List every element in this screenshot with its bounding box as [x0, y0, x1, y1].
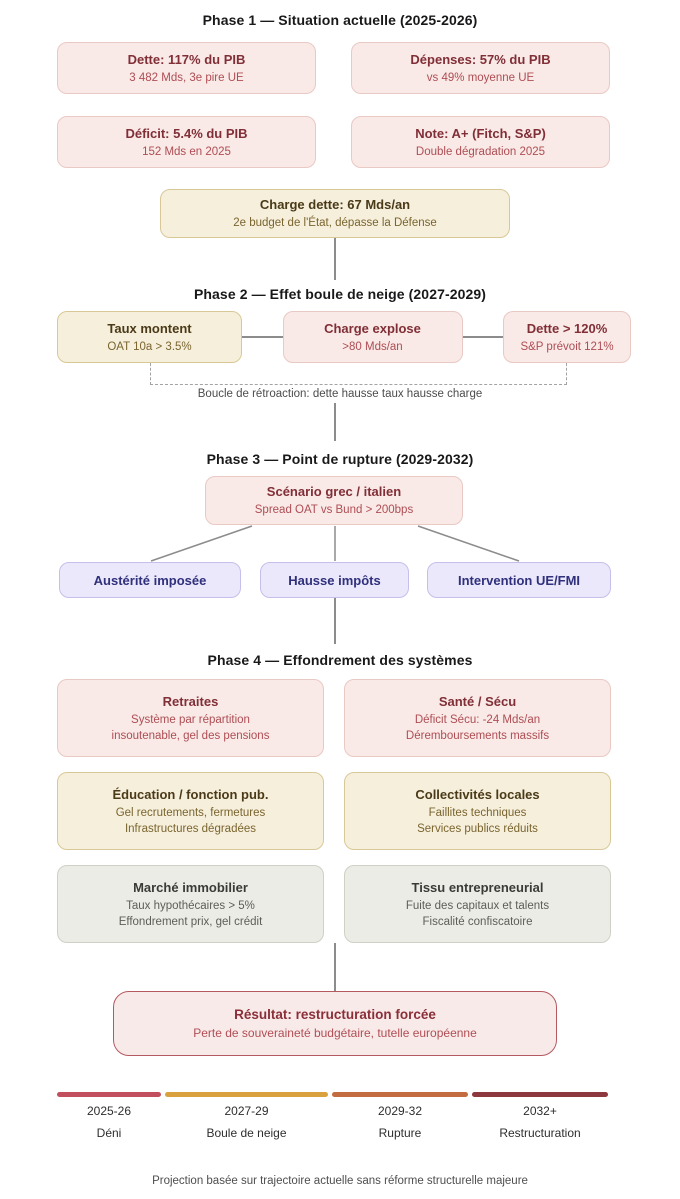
box-charge-dette: Charge dette: 67 Mds/an 2e budget de l'É… — [160, 189, 510, 238]
timeline-bar-boule-de-neige — [165, 1092, 328, 1097]
box-taux-montent-title: Taux montent — [107, 320, 192, 336]
box-marche-immobilier-title: Marché immobilier — [133, 879, 248, 895]
connector-line-phase2-phase3 — [334, 403, 336, 441]
diagonal-connector-right — [417, 525, 520, 562]
feedback-loop-label: Boucle de rétroaction: dette hausse taux… — [197, 388, 483, 400]
box-retraites: Retraites Système par répartition insout… — [57, 679, 324, 757]
box-collectivites-title: Collectivités locales — [415, 786, 540, 802]
timeline-years-boule-de-neige: 2027-29 — [224, 1104, 269, 1118]
horizontal-connector-line — [462, 336, 503, 338]
box-taux-montent-subtitle: OAT 10a > 3.5% — [107, 340, 192, 353]
option-hausse-impots: Hausse impôts — [260, 562, 409, 598]
box-tissu-entrepreneurial-line1: Fuite des capitaux et talents — [405, 899, 550, 912]
box-collectivites-line1: Faillites techniques — [428, 806, 527, 819]
box-taux-montent: Taux montent OAT 10a > 3.5% — [57, 311, 242, 363]
box-retraites-title: Retraites — [162, 693, 219, 709]
box-education-title: Éducation / fonction pub. — [112, 786, 269, 802]
branch-connector-lines — [150, 525, 520, 562]
timeline-bar-restructuration — [472, 1092, 608, 1097]
phase1-title: Phase 1 — Situation actuelle (2025-2026) — [202, 12, 478, 28]
timeline-label-rupture: Rupture — [378, 1126, 422, 1140]
box-resultat: Résultat: restructuration forcée Perte d… — [113, 991, 557, 1056]
box-deficit-title: Déficit: 5.4% du PIB — [125, 125, 248, 141]
box-dette-title: Dette: 117% du PIB — [127, 51, 246, 67]
box-sante-secu: Santé / Sécu Déficit Sécu: -24 Mds/an Dé… — [344, 679, 611, 757]
box-tissu-entrepreneurial-line2: Fiscalité confiscatoire — [422, 915, 533, 928]
box-resultat-title: Résultat: restructuration forcée — [234, 1007, 436, 1022]
timeline-bar-rupture — [332, 1092, 468, 1097]
box-collectivites: Collectivités locales Faillites techniqu… — [344, 772, 611, 850]
timeline: 2025-26 Déni 2027-29 Boule de neige 2029… — [57, 1092, 680, 1140]
option-austerite: Austérité imposée — [59, 562, 241, 598]
box-sante-secu-line1: Déficit Sécu: -24 Mds/an — [414, 713, 541, 726]
box-dette-subtitle: 3 482 Mds, 3e pire UE — [129, 71, 244, 84]
box-marche-immobilier-line1: Taux hypothécaires > 5% — [126, 899, 255, 912]
box-sante-secu-line2: Déremboursements massifs — [405, 729, 550, 742]
option-austerite-label: Austérité imposée — [93, 572, 207, 588]
box-deficit-subtitle: 152 Mds en 2025 — [142, 145, 231, 158]
box-depenses-subtitle: vs 49% moyenne UE — [426, 71, 535, 84]
box-charge-explose-title: Charge explose — [324, 320, 421, 336]
box-charge-dette-subtitle: 2e budget de l'État, dépasse la Défense — [233, 217, 437, 229]
box-dette: Dette: 117% du PIB 3 482 Mds, 3e pire UE — [57, 42, 316, 94]
box-collectivites-line2: Services publics réduits — [417, 822, 538, 835]
feedback-loop-dashed-line — [150, 363, 567, 385]
box-tissu-entrepreneurial-title: Tissu entrepreneurial — [411, 879, 544, 895]
phase3-options-row: Austérité imposée Hausse impôts Interven… — [0, 562, 680, 598]
box-tissu-entrepreneurial: Tissu entrepreneurial Fuite des capitaux… — [344, 865, 611, 943]
box-charge-dette-title: Charge dette: 67 Mds/an — [259, 197, 411, 212]
timeline-segment-boule-de-neige: 2027-29 Boule de neige — [165, 1092, 328, 1140]
box-marche-immobilier-line2: Effondrement prix, gel crédit — [118, 915, 263, 928]
box-scenario-title: Scénario grec / italien — [266, 484, 402, 499]
box-marche-immobilier: Marché immobilier Taux hypothécaires > 5… — [57, 865, 324, 943]
phase1-grid: Dette: 117% du PIB 3 482 Mds, 3e pire UE… — [0, 42, 680, 168]
phase4-grid: Retraites Système par répartition insout… — [0, 679, 680, 943]
box-scenario-subtitle: Spread OAT vs Bund > 200bps — [254, 504, 414, 516]
box-charge-explose-subtitle: >80 Mds/an — [342, 340, 403, 353]
footer-caption: Projection basée sur trajectoire actuell… — [152, 1175, 528, 1187]
box-note: Note: A+ (Fitch, S&P) Double dégradation… — [351, 116, 610, 168]
connector-line-phase1-phase2 — [334, 238, 336, 280]
connector-line-phase4-result — [334, 943, 336, 991]
box-dette-120-title: Dette > 120% — [526, 320, 608, 336]
option-intervention: Intervention UE/FMI — [427, 562, 611, 598]
box-sante-secu-title: Santé / Sécu — [438, 693, 517, 709]
box-education-line2: Infrastructures dégradées — [124, 822, 257, 835]
box-charge-explose: Charge explose >80 Mds/an — [282, 311, 463, 363]
horizontal-connector-line — [242, 336, 283, 338]
box-dette-120-subtitle: S&P prévoit 121% — [520, 340, 614, 353]
box-note-subtitle: Double dégradation 2025 — [415, 145, 546, 158]
timeline-label-restructuration: Restructuration — [499, 1126, 581, 1140]
timeline-label-boule-de-neige: Boule de neige — [206, 1126, 287, 1140]
timeline-years-restructuration: 2032+ — [523, 1104, 557, 1118]
box-note-title: Note: A+ (Fitch, S&P) — [415, 125, 546, 141]
phase4-title: Phase 4 — Effondrement des systèmes — [207, 652, 473, 668]
timeline-segment-deni: 2025-26 Déni — [57, 1092, 161, 1140]
box-education: Éducation / fonction pub. Gel recrutemen… — [57, 772, 324, 850]
box-resultat-subtitle: Perte de souveraineté budgétaire, tutell… — [193, 1026, 477, 1040]
box-dette-120: Dette > 120% S&P prévoit 121% — [503, 311, 631, 363]
timeline-segment-rupture: 2029-32 Rupture — [332, 1092, 468, 1140]
box-depenses-title: Dépenses: 57% du PIB — [410, 51, 551, 67]
connector-line-phase3-phase4 — [334, 598, 336, 644]
timeline-bar-deni — [57, 1092, 161, 1097]
timeline-years-deni: 2025-26 — [86, 1104, 132, 1118]
option-intervention-label: Intervention UE/FMI — [457, 572, 581, 588]
box-depenses: Dépenses: 57% du PIB vs 49% moyenne UE — [351, 42, 610, 94]
timeline-years-rupture: 2029-32 — [377, 1104, 423, 1118]
box-deficit: Déficit: 5.4% du PIB 152 Mds en 2025 — [57, 116, 316, 168]
timeline-segment-restructuration: 2032+ Restructuration — [472, 1092, 608, 1140]
box-retraites-line2: insoutenable, gel des pensions — [111, 729, 270, 742]
box-education-line1: Gel recrutements, fermetures — [115, 806, 266, 819]
diagonal-connector-left — [150, 525, 253, 562]
phase2-row: Taux montent OAT 10a > 3.5% Charge explo… — [0, 311, 680, 363]
phase2-title: Phase 2 — Effet boule de neige (2027-202… — [193, 286, 487, 302]
option-hausse-impots-label: Hausse impôts — [288, 572, 381, 588]
phase3-title: Phase 3 — Point de rupture (2029-2032) — [206, 451, 474, 467]
timeline-label-deni: Déni — [96, 1126, 122, 1140]
box-retraites-line1: Système par répartition — [131, 713, 250, 726]
box-scenario: Scénario grec / italien Spread OAT vs Bu… — [205, 476, 463, 525]
